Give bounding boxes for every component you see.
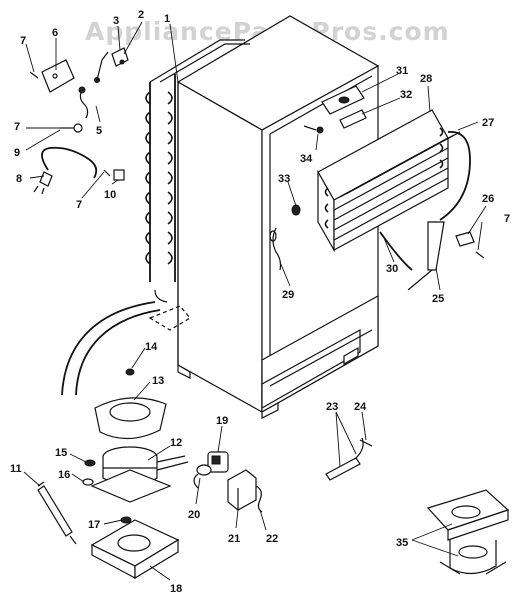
compressor-part[interactable] [90, 446, 189, 503]
clip-part[interactable] [120, 516, 132, 524]
mount-grommet-part[interactable] [82, 478, 94, 486]
callout-17: 17 [88, 519, 100, 531]
callout-12: 12 [170, 437, 182, 449]
callout-30: 30 [386, 263, 398, 275]
drain-heater-part[interactable] [325, 437, 373, 481]
callout-11: 11 [10, 463, 22, 475]
callout-24: 24 [354, 401, 367, 413]
callout-22: 22 [266, 533, 278, 545]
wire-clip-part[interactable] [255, 485, 263, 513]
callout-9: 9 [14, 147, 20, 159]
relay-part[interactable] [207, 451, 229, 473]
callout-7-lower: 7 [76, 199, 82, 211]
terminal-cover-part[interactable] [227, 469, 257, 511]
screw-part-top[interactable] [29, 71, 39, 79]
callout-16: 16 [58, 469, 70, 481]
thermostat-bracket-part[interactable] [41, 59, 75, 93]
callout-26: 26 [482, 193, 494, 205]
callout-32: 32 [400, 89, 412, 101]
condenser-fan-assembly-part[interactable] [426, 489, 510, 575]
callout-25: 25 [432, 293, 444, 305]
screw-part-right[interactable] [475, 251, 485, 259]
fan-shroud-part[interactable] [321, 85, 365, 115]
callout-15: 15 [55, 447, 67, 459]
callout-13: 13 [152, 375, 164, 387]
defrost-heater-part[interactable] [439, 131, 471, 221]
drain-tube-part[interactable] [61, 301, 191, 396]
leader-lines [23, 21, 487, 581]
defrost-terminator-part[interactable] [407, 221, 445, 291]
callout-3: 3 [113, 15, 119, 27]
callout-18: 18 [170, 583, 182, 595]
callout-35: 35 [396, 537, 408, 549]
compressor-base-part[interactable] [90, 519, 180, 580]
drain-trough-part[interactable] [272, 227, 282, 271]
callout-2: 2 [138, 9, 144, 21]
screw-part-mid[interactable] [103, 169, 111, 177]
evaporator-part[interactable] [317, 109, 461, 253]
callout-33: 33 [278, 173, 290, 185]
callout-1: 1 [164, 13, 170, 25]
rear-condenser-coil-part[interactable] [145, 39, 250, 303]
callout-31: 31 [396, 65, 408, 77]
callout-27: 27 [482, 117, 494, 129]
terminal-block-part[interactable] [113, 169, 125, 181]
callout-8: 8 [16, 173, 22, 185]
suction-tube-part[interactable] [379, 231, 413, 271]
grommet-part[interactable] [125, 368, 135, 376]
overload-part[interactable] [193, 464, 212, 489]
callout-7-mid: 7 [14, 121, 20, 133]
callout-7-top: 7 [20, 35, 26, 47]
callout-14: 14 [145, 341, 158, 353]
cabinet-part[interactable] [176, 15, 380, 419]
power-cord-part[interactable] [33, 146, 98, 195]
callout-10: 10 [104, 189, 116, 201]
callout-20: 20 [188, 509, 200, 521]
callout-29: 29 [282, 289, 294, 301]
sensor-clip-part[interactable] [455, 231, 475, 247]
callout-28: 28 [420, 73, 432, 85]
callout-19: 19 [216, 415, 228, 427]
washer-part[interactable] [84, 459, 96, 467]
evap-grommet-part[interactable] [291, 204, 301, 216]
callout-21: 21 [228, 533, 240, 545]
callout-5: 5 [96, 125, 102, 137]
callout-7-right: 7 [504, 213, 510, 225]
wire-harness-part[interactable] [78, 51, 109, 119]
drier-filter-part[interactable] [37, 481, 77, 545]
callout-23: 23 [326, 401, 338, 413]
fan-motor-part[interactable] [339, 109, 367, 129]
drain-pan-part[interactable] [94, 397, 167, 440]
grommet-upper-part[interactable] [316, 126, 324, 134]
callout-34: 34 [300, 153, 313, 165]
callout-6: 6 [52, 27, 58, 39]
screw-part-upper[interactable] [303, 125, 317, 131]
